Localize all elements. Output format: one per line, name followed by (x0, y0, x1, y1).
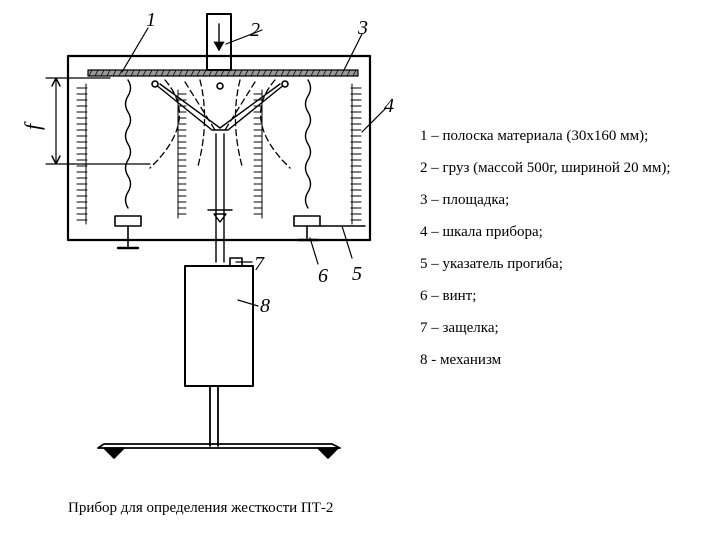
callout-3: 3 (357, 17, 368, 39)
legend-item: 3 – площадка; (420, 192, 510, 208)
legend-item: 1 – полоска материала (30х160 мм); (420, 128, 649, 144)
callout-5: 5 (352, 263, 362, 285)
central-rod (207, 133, 233, 263)
legend-item: 4 – шкала прибора; (420, 224, 543, 240)
deflection-curves (149, 79, 291, 169)
spring-left (124, 79, 132, 209)
leader-lines (121, 27, 387, 307)
legend: 1 – полоска материала (30х160 мм); 2 – г… (420, 126, 705, 382)
screw-left (114, 215, 142, 250)
platform-frame (66, 54, 372, 242)
legend-item: 2 – груз (массой 500г, шириной 20 мм); (420, 160, 671, 176)
foot-left (103, 447, 125, 459)
scale-right (350, 83, 362, 225)
figure-caption: Прибор для определения жесткости ПТ-2 (68, 500, 334, 516)
legend-item: 8 - механизм (420, 352, 502, 368)
callout-1: 1 (146, 9, 156, 31)
callouts: 1 2 3 4 5 6 7 8 (146, 9, 394, 317)
strip-hatching (88, 69, 357, 77)
dimension-f (45, 77, 151, 165)
dimension-f-label: f (20, 121, 45, 130)
callout-2: 2 (250, 19, 260, 41)
mechanism-box (184, 265, 254, 387)
spring-right (304, 79, 312, 209)
callout-6: 6 (318, 265, 328, 287)
callout-4: 4 (384, 95, 394, 117)
legend-item: 5 – указатель прогиба; (420, 256, 563, 272)
lever-arms (154, 83, 286, 131)
legend-item: 6 – винт; (420, 288, 477, 304)
legend-item: 7 – защелка; (420, 320, 499, 336)
foot-right (317, 447, 339, 459)
callout-7: 7 (254, 253, 265, 275)
pivot-left (151, 80, 159, 88)
stand (97, 385, 341, 449)
screw-right (293, 215, 321, 242)
callout-8: 8 (260, 295, 270, 317)
pivot-center (216, 82, 224, 90)
pivot-right (281, 80, 289, 88)
scale-left (76, 83, 88, 225)
